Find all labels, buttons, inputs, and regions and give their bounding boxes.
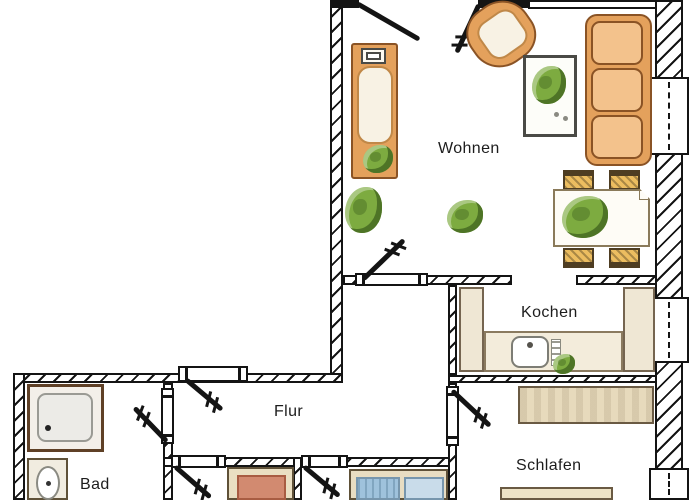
window-bedroom <box>649 468 689 500</box>
wall-top-segment-a <box>330 0 359 8</box>
mat-plant-icon <box>532 66 566 104</box>
sofa <box>585 14 652 166</box>
toilet <box>27 458 68 500</box>
bed-room-a <box>227 467 294 500</box>
door-frame-room-a <box>171 455 226 468</box>
table-plant-icon <box>562 196 608 238</box>
table-corner-fold <box>640 189 650 199</box>
sofa-cushion <box>591 21 643 65</box>
dining-chair <box>563 170 594 190</box>
wall-kitchen-bottom <box>448 375 657 383</box>
potted-plant-icon <box>345 187 382 233</box>
wardrobe <box>518 386 654 424</box>
window-top <box>528 0 658 9</box>
shower <box>27 384 104 452</box>
bed-b-pillow <box>404 477 444 500</box>
kitchen-plant-icon <box>553 354 575 374</box>
bed-b-blanket <box>356 477 400 500</box>
dining-chair <box>609 170 640 190</box>
window-livingroom <box>649 77 689 155</box>
room-label-bad: Bad <box>80 476 110 493</box>
kitchen-cabinet-right <box>623 287 655 372</box>
sofa-cushion <box>591 68 643 112</box>
wall-kitchen-left <box>448 285 457 375</box>
shower-tray <box>37 393 93 442</box>
room-label-schlafen: Schlafen <box>516 457 582 474</box>
door-frame-bath <box>161 388 174 444</box>
wall-kitchen-top <box>576 275 657 285</box>
wall-left-outer <box>13 373 25 500</box>
door-leaf-room-a <box>173 464 213 500</box>
dining-chair <box>609 248 640 268</box>
daybed-cushion <box>357 66 393 144</box>
kitchen-cabinet-left <box>459 287 484 372</box>
bed <box>500 487 613 500</box>
toilet-drain-icon <box>46 481 51 486</box>
shower-drain-icon <box>45 425 51 431</box>
daybed-plant-icon <box>363 145 393 173</box>
door-leaf-balcony-left <box>355 1 421 42</box>
wall-room-divider <box>293 457 302 500</box>
bed-a-blanket <box>237 475 286 500</box>
door-leaf-room-b <box>302 464 341 498</box>
door-frame-room-b <box>301 455 348 468</box>
sofa-cushion <box>591 115 643 159</box>
door-frame-entrance <box>178 366 248 382</box>
room-label-kochen: Kochen <box>521 304 578 321</box>
mat-dots <box>554 112 559 117</box>
potted-plant-icon <box>447 200 483 233</box>
room-label-flur: Flur <box>274 403 304 420</box>
faucet-icon <box>527 342 533 348</box>
window-kitchen <box>649 297 689 363</box>
wall-livingroom-left <box>330 0 343 383</box>
kitchen-sink <box>511 336 549 368</box>
room-label-wohnen: Wohnen <box>438 140 500 157</box>
dining-chair <box>563 248 594 268</box>
double-bed-room-b <box>349 469 448 500</box>
wall-right-outer <box>655 0 683 500</box>
table-lamp-icon-inner <box>366 52 381 60</box>
